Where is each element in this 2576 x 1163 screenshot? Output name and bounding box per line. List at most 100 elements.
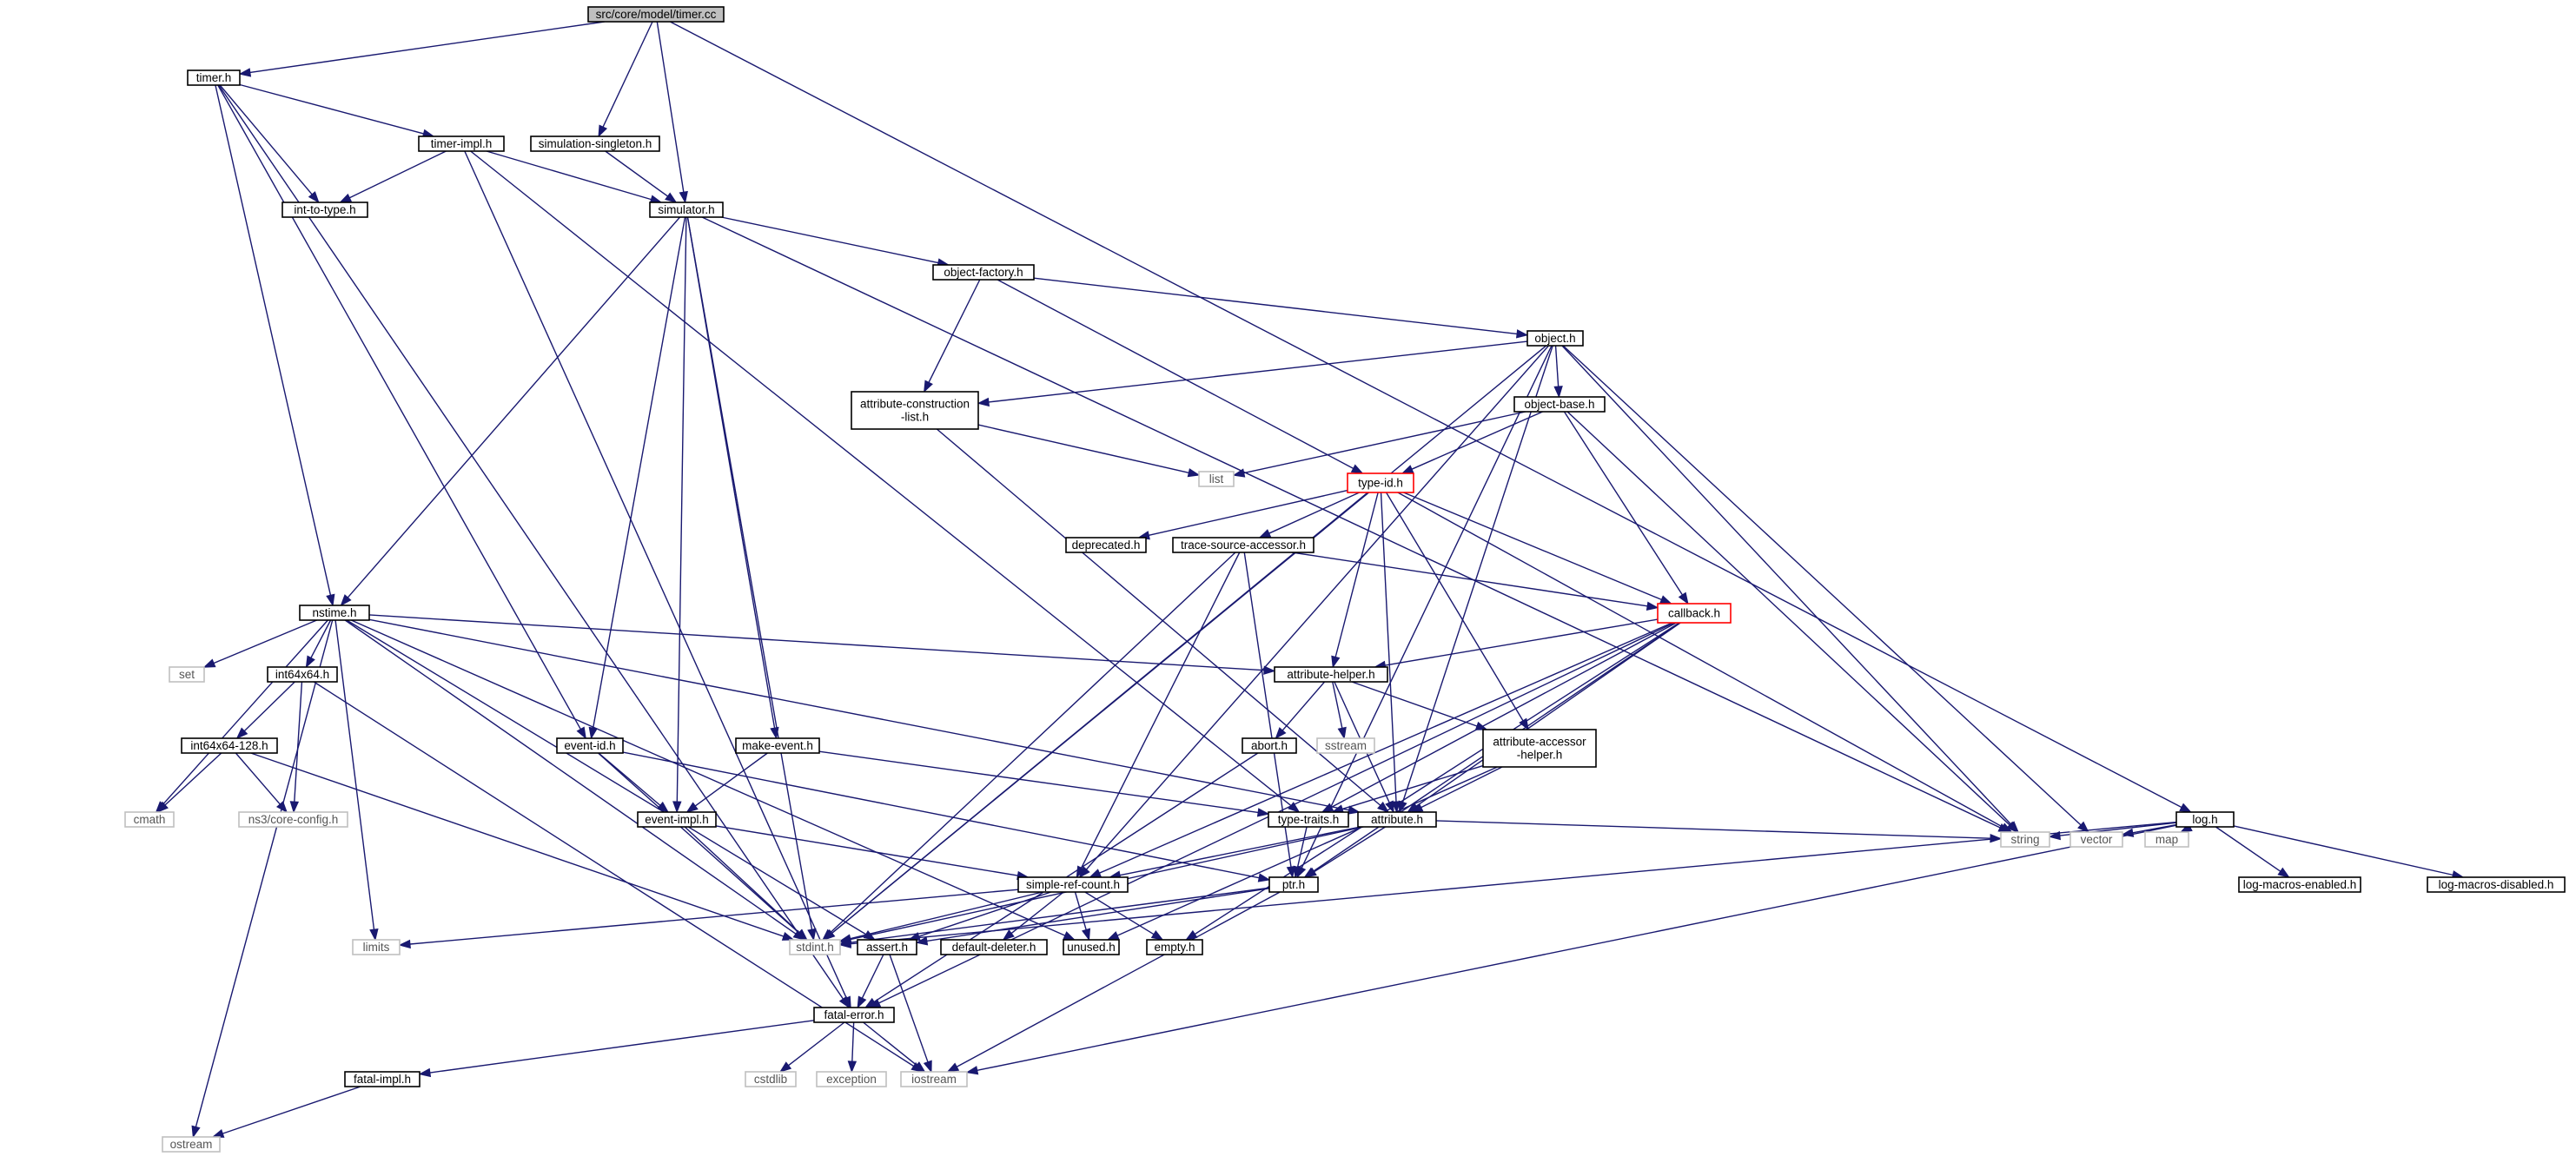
- edge-arrowhead-type_id_h-to-trace_src_acc_h: [1258, 529, 1272, 539]
- edge-make_event_h-to-type_traits_h: [818, 750, 1259, 814]
- node-box: [1316, 737, 1375, 754]
- node-assert_h[interactable]: assert.h: [857, 939, 917, 955]
- edge-callback_h-to-attr_helper_h: [1385, 618, 1659, 666]
- edge-type_id_h-to-attr_acc_helper_h: [1385, 492, 1524, 722]
- node-fatal_error_h[interactable]: fatal-error.h: [813, 1007, 895, 1023]
- edge-trace_src_acc_h-to-callback_h: [1292, 552, 1648, 607]
- node-log_macros_enabled_h[interactable]: log-macros-enabled.h: [2238, 876, 2361, 893]
- node-attr_helper_h[interactable]: attribute-helper.h: [1274, 666, 1388, 683]
- node-box: [735, 737, 820, 754]
- node-label: attribute-construction-list.h: [860, 398, 970, 424]
- node-fatal_impl_h[interactable]: fatal-impl.h: [344, 1071, 421, 1087]
- node-label: attribute-accessor-helper.h: [1493, 736, 1586, 762]
- node-trace_src_acc_h[interactable]: trace-source-accessor.h: [1172, 537, 1314, 553]
- edge-arrowhead-type_traits_h-to-ptr_h: [1293, 865, 1302, 879]
- edge-arrowhead-timer_impl_h-to-int_to_type_h: [339, 193, 353, 203]
- node-timer_h[interactable]: timer.h: [187, 69, 241, 86]
- node-box: [281, 202, 368, 218]
- node-label: simulator.h: [658, 203, 714, 216]
- edge-arrowhead-assert_h-to-iostream: [923, 1060, 932, 1074]
- edge-log_h-to-log_macros_enabled_h: [2215, 826, 2281, 872]
- node-log_h[interactable]: log.h: [2175, 811, 2235, 828]
- edge-timer_impl_h-to-int_to_type_h: [349, 150, 447, 199]
- edge-nstime_h-to-attribute_h: [368, 618, 1349, 811]
- node-default_deleter_h[interactable]: default-deleter.h: [940, 939, 1048, 955]
- node-event_id_h[interactable]: event-id.h: [556, 737, 624, 754]
- edge-nstime_h-to-set: [213, 619, 317, 664]
- node-callback_h[interactable]: callback.h: [1657, 603, 1732, 624]
- node-box: [940, 939, 1048, 955]
- node-label: object-base.h: [1524, 398, 1594, 411]
- node-nstime_h[interactable]: nstime.h: [299, 605, 370, 621]
- edge-arrowhead-assert_h-to-fatal_error_h: [857, 995, 867, 1009]
- edge-simple_ref_count_h-to-limits: [409, 889, 1019, 945]
- node-timer_cc[interactable]: src/core/model/timer.cc: [587, 6, 725, 23]
- edge-int64x64_h-to-iostream: [313, 681, 915, 1067]
- edge-attribute_h-to-simple_ref_count_h: [1119, 826, 1361, 876]
- node-type_id_h[interactable]: type-id.h: [1347, 472, 1414, 493]
- node-unused_h[interactable]: unused.h: [1063, 939, 1120, 955]
- edge-fatal_error_h-to-exception: [851, 1021, 855, 1062]
- node-simulator_h[interactable]: simulator.h: [649, 202, 724, 218]
- node-ptr_h[interactable]: ptr.h: [1268, 876, 1319, 893]
- edge-nstime_h-to-ostream: [195, 619, 334, 1127]
- edge-nstime_h-to-stdint_h: [344, 619, 797, 935]
- node-box: [1657, 603, 1732, 624]
- edge-arrowhead-callback_h-to-empty_h: [1185, 929, 1198, 941]
- edge-arrowhead-attr_acc_helper_h-to-unused_h: [1106, 931, 1120, 941]
- node-label: set: [179, 668, 195, 681]
- node-object_factory_h[interactable]: object-factory.h: [932, 264, 1035, 281]
- node-type_traits_h[interactable]: type-traits.h: [1268, 811, 1349, 828]
- edge-arrowhead-fatal_error_h-to-cstdlib: [778, 1061, 792, 1073]
- node-timer_impl_h[interactable]: timer-impl.h: [418, 135, 505, 152]
- node-attr_acc_helper_h[interactable]: attribute-accessor-helper.h: [1482, 729, 1597, 768]
- node-box: [181, 737, 278, 754]
- edge-arrowhead-sim_singleton_h-to-simulator_h: [665, 192, 678, 203]
- edge-arrowhead-object_factory_h-to-attr_constr_list_h: [924, 380, 933, 393]
- node-deprecated_h[interactable]: deprecated.h: [1065, 537, 1147, 553]
- edge-arrowhead-event_id_h-to-ptr_h: [1257, 873, 1271, 882]
- edge-arrowhead-object_factory_h-to-object_h: [1515, 329, 1529, 339]
- node-label: abort.h: [1251, 739, 1288, 752]
- node-int_to_type_h[interactable]: int-to-type.h: [281, 202, 368, 218]
- node-int64x64_128_h[interactable]: int64x64-128.h: [181, 737, 278, 754]
- edge-arrowhead-fatal_impl_h-to-ostream: [211, 1129, 225, 1138]
- edge-timer_cc-to-log_h: [670, 21, 2182, 809]
- edge-object_factory_h-to-attr_constr_list_h: [928, 279, 981, 383]
- edge-arrowhead-fatal_error_h-to-iostream: [913, 1061, 926, 1073]
- edge-attr_constr_list_h-to-attribute_h: [936, 428, 1381, 806]
- node-box: [900, 1071, 968, 1087]
- node-cmath: cmath: [124, 811, 175, 828]
- edge-arrowhead-timer_h-to-event_id_h: [576, 726, 586, 740]
- node-box: [789, 939, 841, 955]
- node-object_h[interactable]: object.h: [1526, 330, 1584, 347]
- edge-type_traits_h-to-ptr_h: [1296, 826, 1308, 868]
- node-simple_ref_count_h[interactable]: simple-ref-count.h: [1017, 876, 1129, 893]
- node-label: string: [2010, 833, 2039, 846]
- edge-arrowhead-trace_src_acc_h-to-callback_h: [1646, 601, 1659, 611]
- edge-int64x64_128_h-to-core_config_h: [235, 752, 281, 805]
- node-attr_constr_list_h[interactable]: attribute-construction-list.h: [851, 391, 979, 430]
- node-sim_singleton_h[interactable]: simulation-singleton.h: [530, 135, 660, 152]
- edge-object_base_h-to-string: [1566, 411, 2010, 826]
- edge-timer_impl_h-to-simulator_h: [486, 150, 652, 201]
- node-box: [299, 605, 370, 621]
- node-int64x64_h[interactable]: int64x64.h: [267, 666, 338, 683]
- node-label: attribute.h: [1371, 813, 1423, 826]
- node-object_base_h[interactable]: object-base.h: [1513, 396, 1606, 413]
- node-box: [1357, 811, 1437, 828]
- node-event_impl_h[interactable]: event-impl.h: [637, 811, 717, 828]
- node-label: callback.h: [1668, 607, 1720, 620]
- node-label: fatal-impl.h: [354, 1073, 411, 1086]
- node-box: [816, 1071, 887, 1087]
- edge-arrowhead-log_h-to-iostream: [965, 1066, 979, 1075]
- node-make_event_h[interactable]: make-event.h: [735, 737, 820, 754]
- edge-arrowhead-attr_helper_h-to-attribute_h: [1385, 800, 1394, 814]
- node-attribute_h[interactable]: attribute.h: [1357, 811, 1437, 828]
- node-empty_h[interactable]: empty.h: [1146, 939, 1203, 955]
- edge-event_id_h-to-event_impl_h: [598, 752, 661, 806]
- edge-callback_h-to-attribute_h: [1415, 622, 1681, 807]
- node-log_macros_disabled_h[interactable]: log-macros-disabled.h: [2427, 876, 2566, 893]
- edge-arrowhead-timer_cc-to-sim_singleton_h: [598, 124, 608, 138]
- node-abort_h[interactable]: abort.h: [1242, 737, 1297, 754]
